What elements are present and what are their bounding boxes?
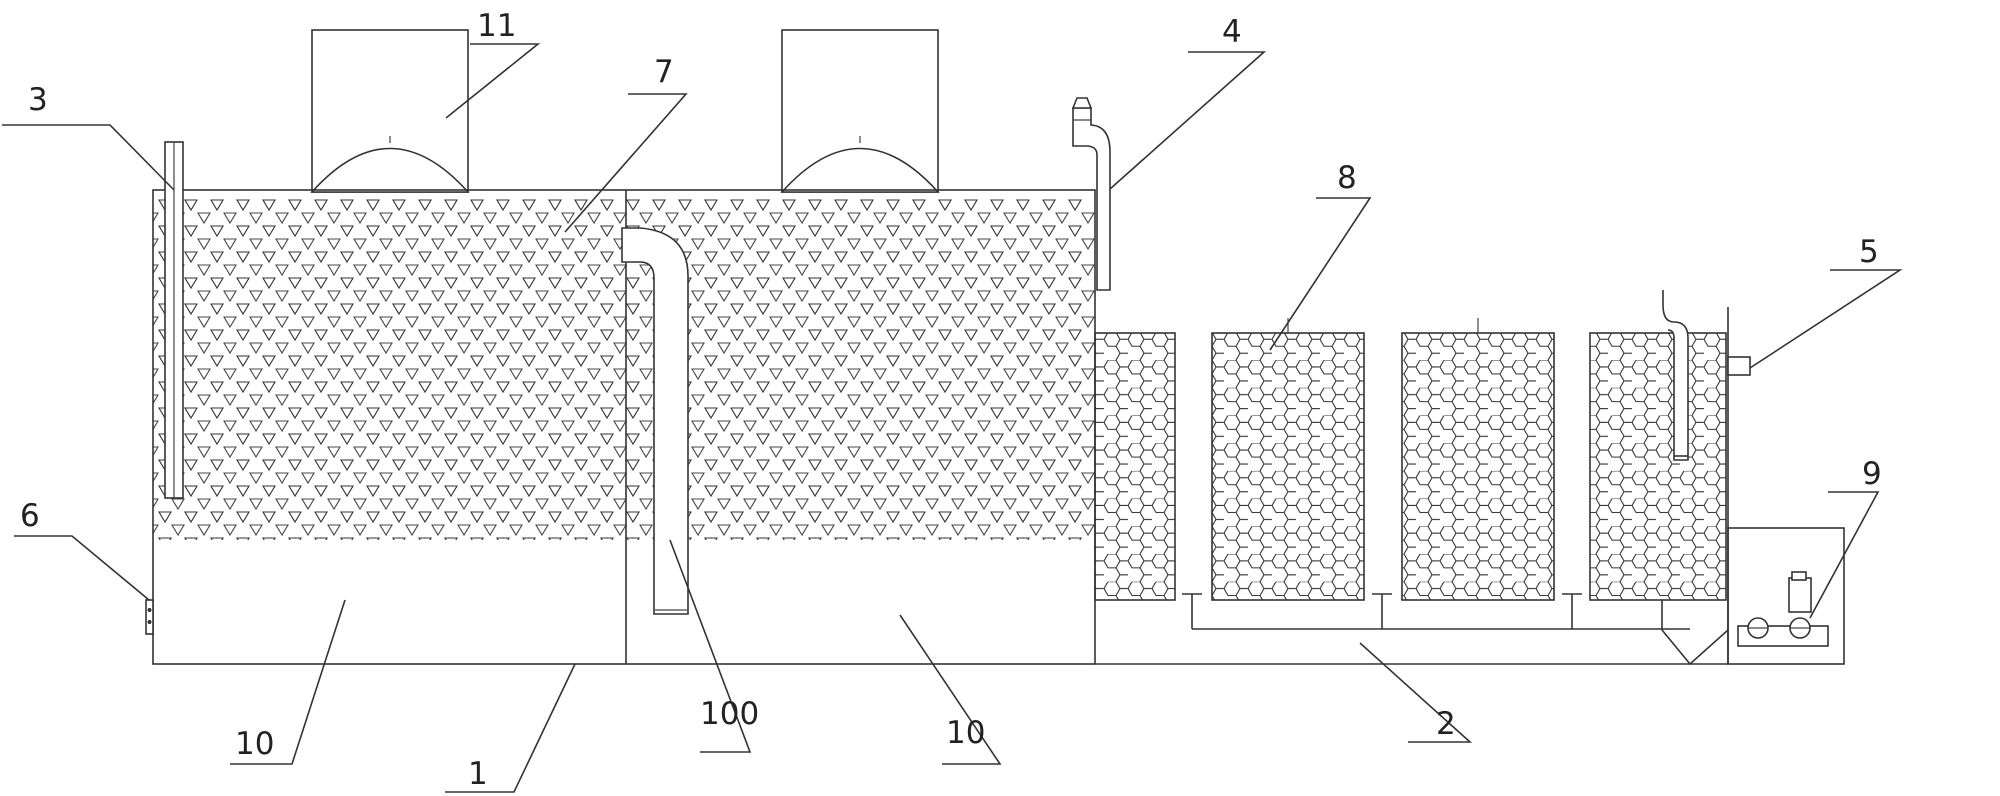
hopper-left	[310, 29, 470, 193]
drain-valve	[145, 599, 154, 635]
label-2: 2	[1436, 706, 1456, 742]
bio-filter-section	[1094, 307, 1729, 666]
hopper-right	[780, 29, 940, 193]
label-10-left: 10	[235, 726, 274, 762]
inlet-box	[1727, 356, 1751, 376]
outlet-pipe	[1071, 97, 1111, 291]
return-pipe	[1662, 290, 1689, 461]
overflow-pipe	[621, 227, 689, 615]
label-8: 8	[1337, 160, 1357, 196]
label-100: 100	[700, 696, 759, 732]
label-6: 6	[20, 498, 40, 534]
level-pipe	[164, 141, 184, 499]
label-10-right: 10	[946, 715, 985, 751]
label-4: 4	[1222, 14, 1242, 50]
leader-lines	[2, 43, 1903, 793]
main-tank	[152, 189, 1096, 665]
label-7: 7	[654, 54, 674, 90]
pump-room	[1727, 527, 1845, 665]
label-5: 5	[1859, 234, 1879, 270]
label-9: 9	[1862, 456, 1882, 492]
label-11: 11	[477, 8, 516, 44]
blower-pump	[1737, 571, 1829, 647]
label-1: 1	[468, 756, 488, 792]
label-3: 3	[28, 82, 48, 118]
